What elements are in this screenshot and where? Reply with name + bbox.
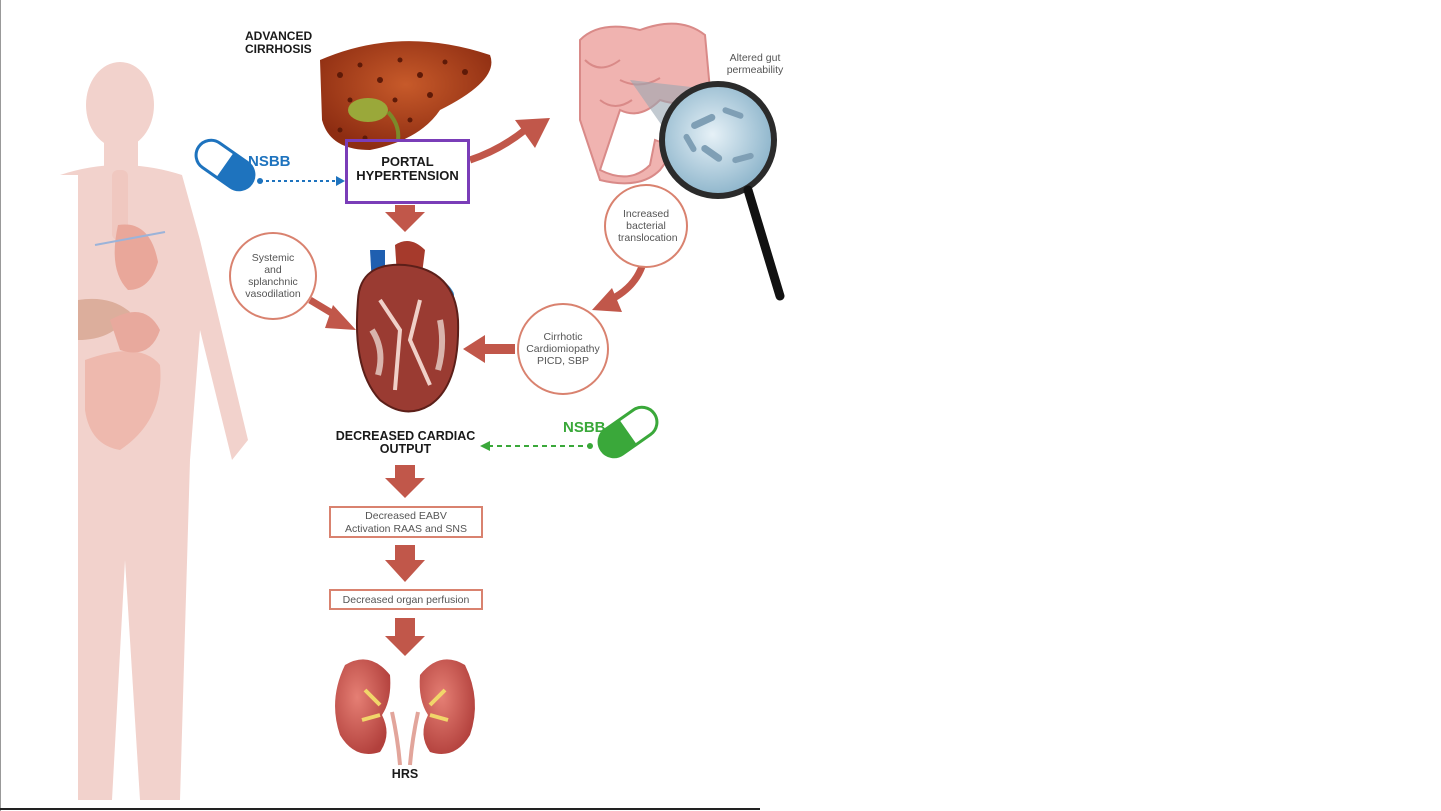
bacterial-translocation-circle: Increased bacterial translocation — [604, 184, 688, 268]
nsbb-blue-arrow — [257, 176, 345, 186]
eabv-box: Decreased EABV Activation RAAS and SNS — [329, 506, 483, 538]
heart-icon — [357, 241, 458, 411]
advanced-cirrhosis-label: ADVANCED CIRRHOSIS — [245, 30, 345, 55]
decreased-cardiac-output-label: DECREASED CARDIAC OUTPUT — [328, 430, 483, 456]
systemic-vasodilation-circle: Systemic and splanchnic vasodilation — [229, 232, 317, 320]
bacterial-translocation-label: Increased bacterial translocation — [618, 208, 674, 244]
organ-perfusion-box: Decreased organ perfusion — [329, 589, 483, 610]
liver-icon — [320, 41, 491, 150]
portal-hypertension-label: PORTAL HYPERTENSION — [350, 155, 465, 182]
cirrhotic-cardiomyopathy-label: Cirrhotic Cardiomiopathy PICD, SBP — [526, 331, 601, 367]
nsbb-green-label: NSBB — [563, 419, 606, 436]
cirrhotic-cardiomyopathy-circle: Cirrhotic Cardiomiopathy PICD, SBP — [517, 303, 609, 395]
nsbb-green-arrow — [480, 441, 593, 451]
altered-gut-label: Altered gut permeability — [715, 52, 795, 76]
nsbb-blue-label: NSBB — [248, 153, 291, 170]
hrs-label: HRS — [375, 768, 435, 781]
kidneys-icon — [335, 659, 475, 765]
systemic-vasodilation-label: Systemic and splanchnic vasodilation — [244, 252, 303, 300]
